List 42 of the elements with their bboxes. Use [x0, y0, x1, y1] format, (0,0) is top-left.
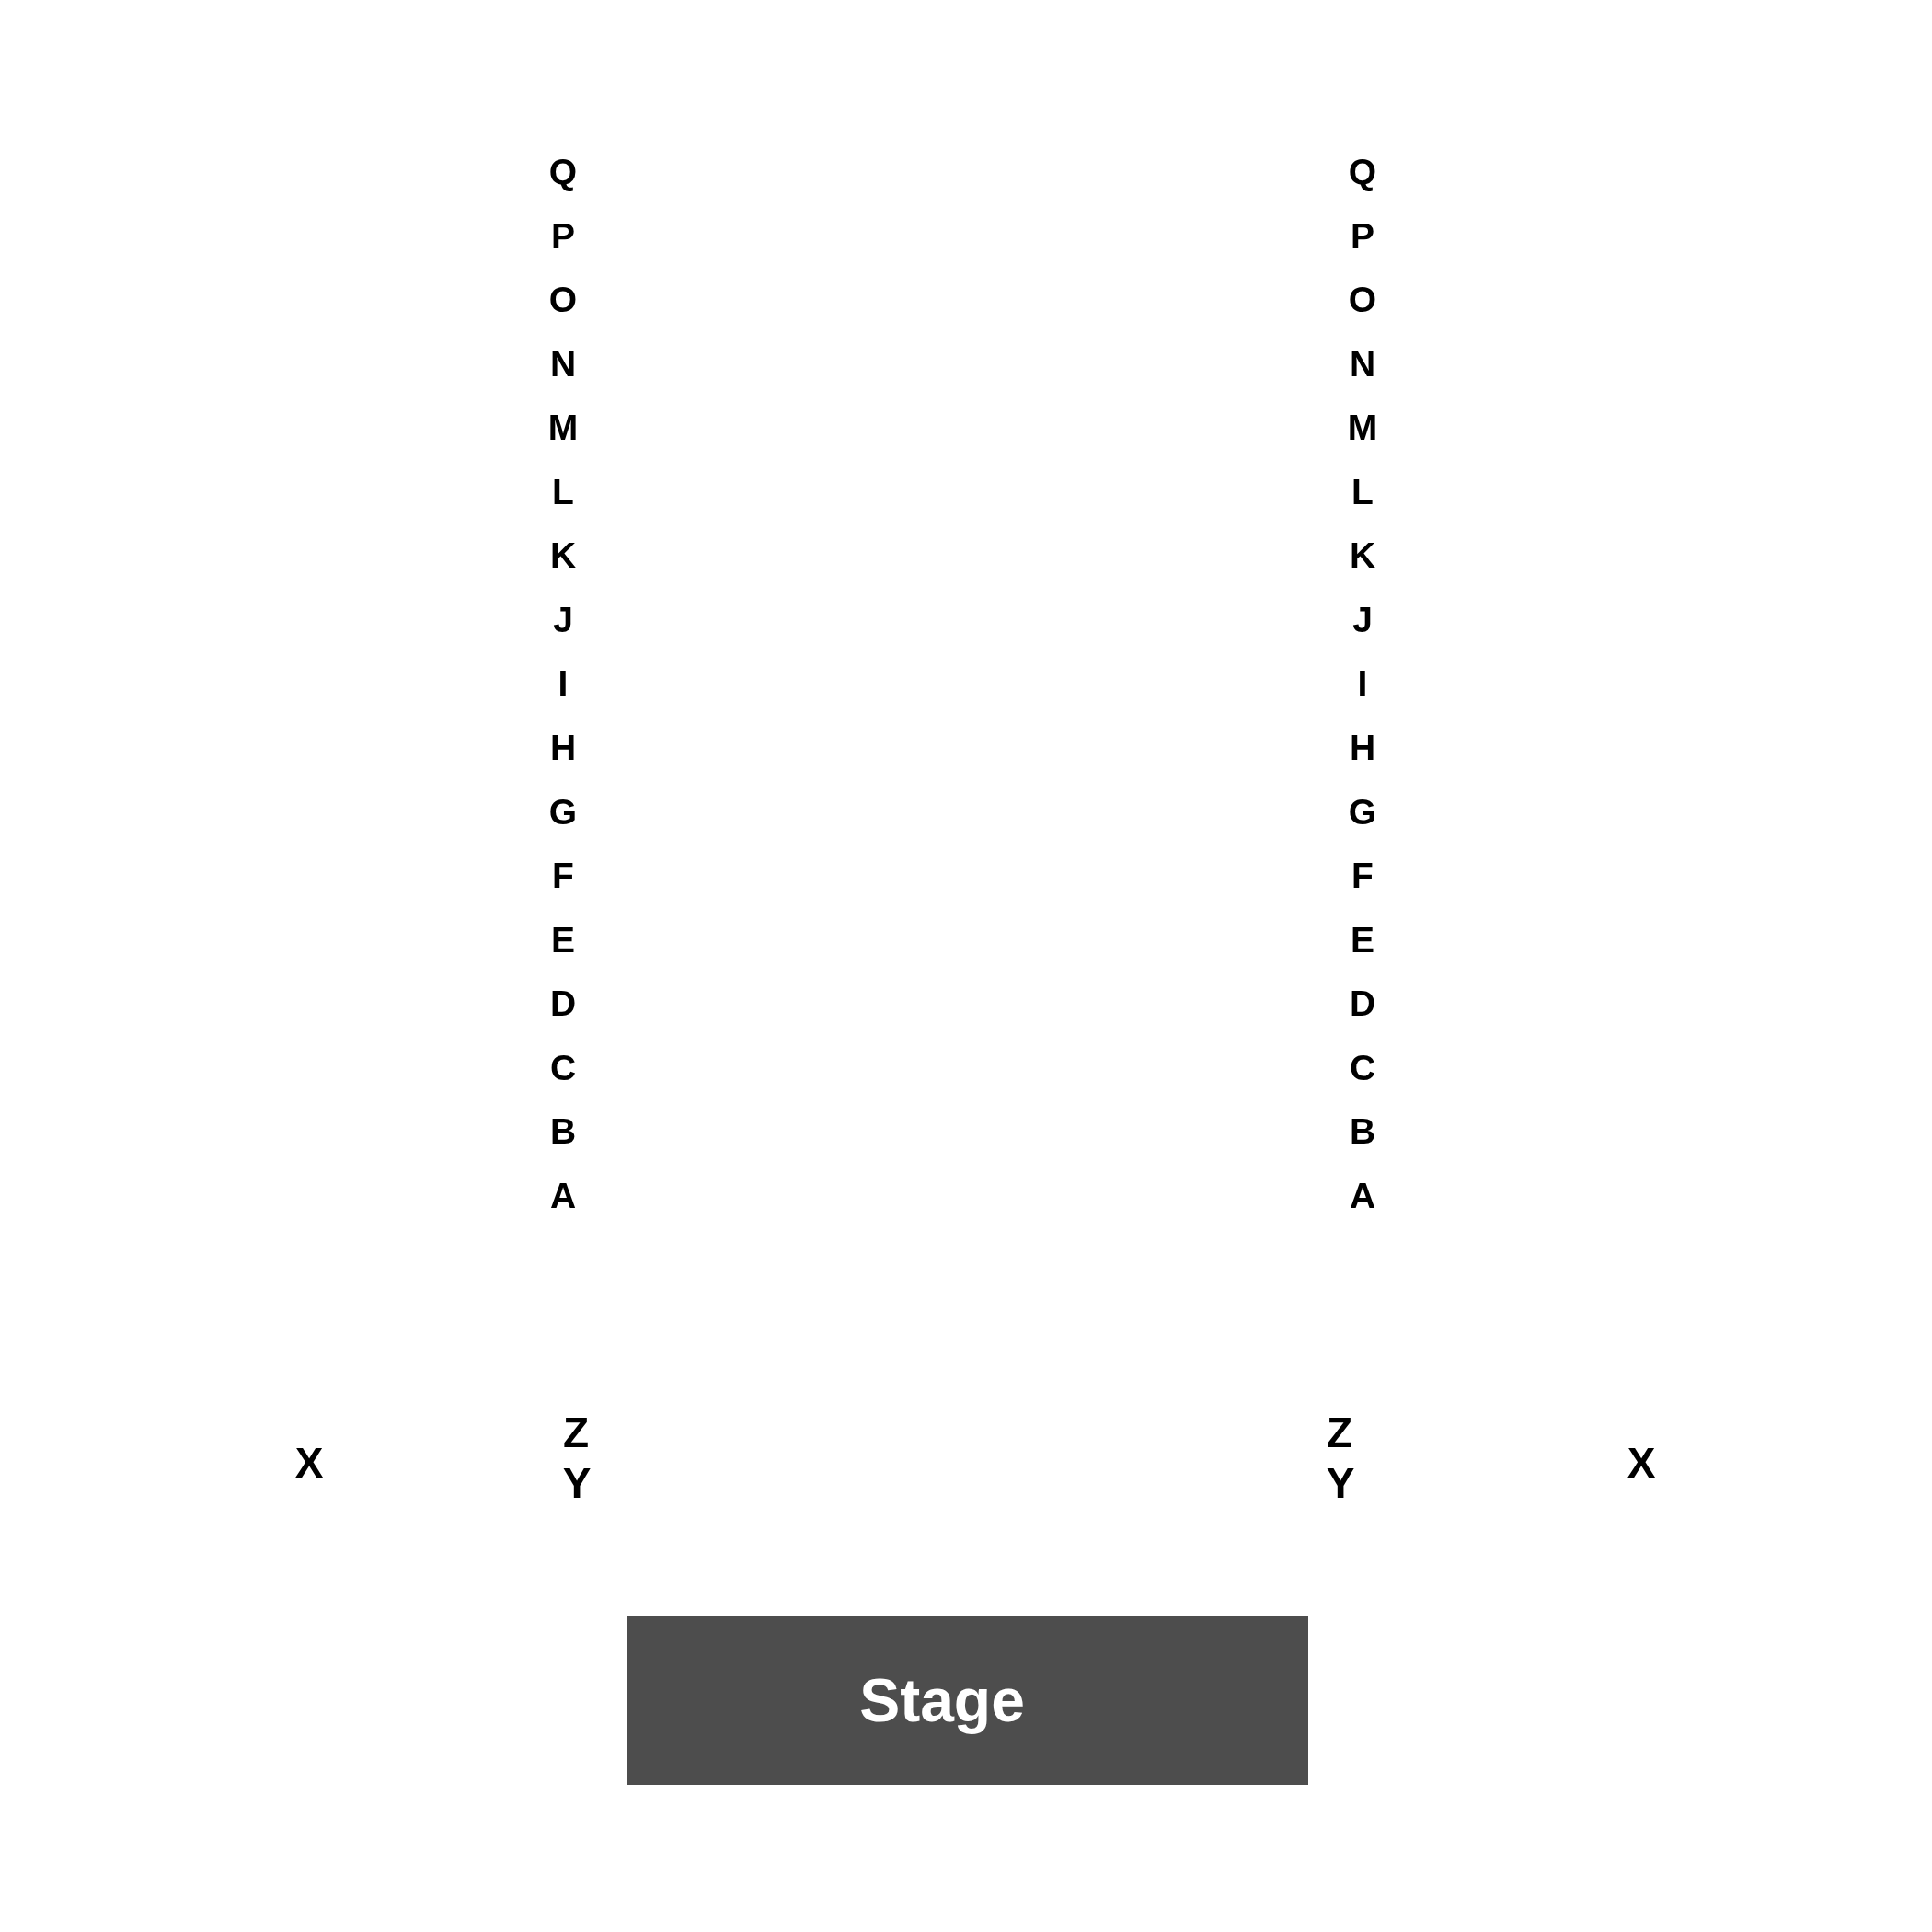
row-label: K — [549, 536, 577, 573]
row-label: Z — [1326, 1411, 1353, 1454]
row-label: M — [1347, 408, 1378, 445]
row-label: E — [1351, 921, 1374, 958]
row-label: Z — [562, 1411, 590, 1454]
row-label: N — [549, 345, 577, 382]
row-label: G — [1348, 793, 1377, 830]
row-label: O — [548, 281, 578, 317]
row-label: I — [1357, 664, 1368, 701]
row-label: F — [1351, 857, 1374, 893]
row-label: B — [549, 1112, 577, 1149]
row-label: C — [1349, 1049, 1376, 1086]
row-label: D — [1349, 984, 1376, 1021]
row-label: J — [1352, 601, 1373, 638]
stage-label: Stage — [859, 1666, 1025, 1736]
row-label: Y — [562, 1462, 592, 1504]
row-label: P — [551, 217, 575, 254]
row-label: J — [553, 601, 573, 638]
row-label: X — [294, 1442, 324, 1484]
row-label: X — [1627, 1442, 1656, 1484]
row-label: B — [1349, 1112, 1376, 1149]
row-label: A — [1349, 1177, 1376, 1213]
row-label: F — [552, 857, 574, 893]
row-label: H — [1349, 729, 1376, 765]
row-label: L — [1351, 473, 1374, 510]
row-label: D — [549, 984, 577, 1021]
row-label: G — [548, 793, 578, 830]
row-label: I — [558, 664, 569, 701]
row-label: E — [551, 921, 575, 958]
row-label: K — [1349, 536, 1376, 573]
row-label: Q — [1348, 153, 1377, 190]
stage-block — [627, 1616, 1308, 1785]
row-label: Y — [1326, 1462, 1355, 1504]
row-label: A — [549, 1177, 577, 1213]
row-label: Q — [548, 153, 578, 190]
row-label: M — [547, 408, 579, 445]
row-label: P — [1351, 217, 1374, 254]
row-label: H — [549, 729, 577, 765]
row-label: L — [552, 473, 574, 510]
row-label: N — [1349, 345, 1376, 382]
row-label: C — [549, 1049, 577, 1086]
row-label: O — [1348, 281, 1377, 317]
